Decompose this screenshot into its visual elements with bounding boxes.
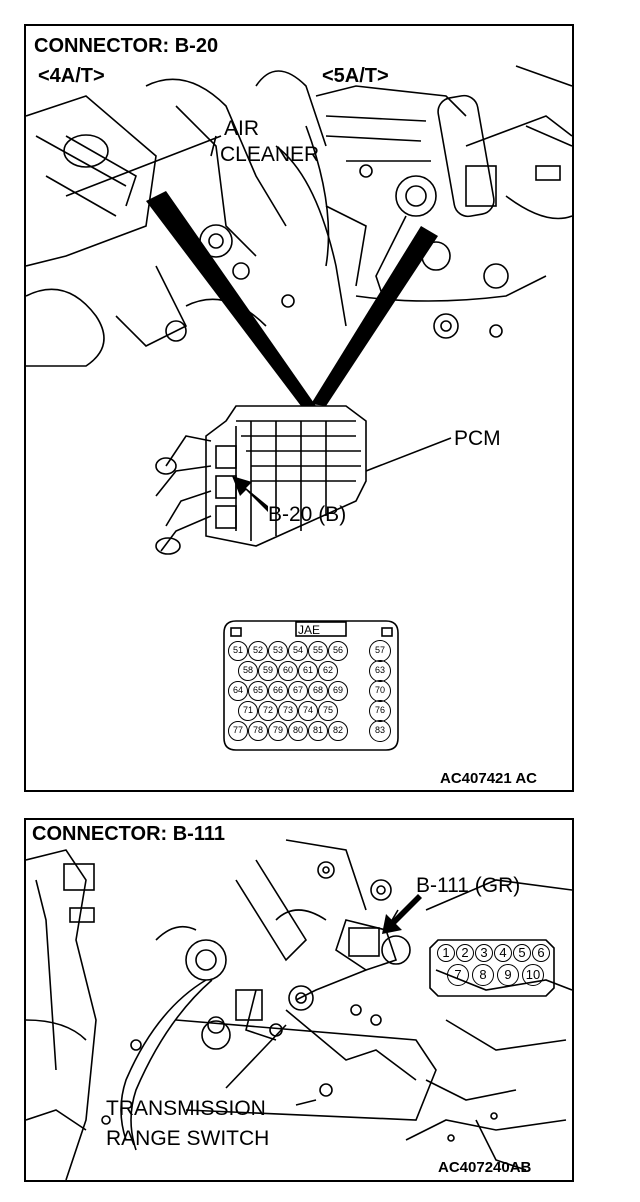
connector-pin: 58 bbox=[238, 661, 258, 681]
figure-code: AC407240AB bbox=[438, 1159, 532, 1176]
connector-pin: 77 bbox=[228, 721, 248, 741]
connector-pin: 73 bbox=[278, 701, 298, 721]
variant-4at-label: <4A/T> bbox=[38, 65, 105, 87]
connector-pin: 65 bbox=[248, 681, 268, 701]
connector-pin: 3 bbox=[475, 944, 493, 962]
air-cleaner-label-line2: CLEANER bbox=[220, 143, 320, 166]
connector-pin: 74 bbox=[298, 701, 318, 721]
range-switch-label-line2: RANGE SWITCH bbox=[106, 1127, 270, 1150]
connector-pin: 51 bbox=[228, 641, 248, 661]
connector-b20-label: B-20 (B) bbox=[268, 503, 347, 526]
air-cleaner-label-line1: AIR bbox=[224, 117, 260, 140]
engine-bay-illustration bbox=[26, 65, 572, 751]
connector-pin: 8 bbox=[472, 964, 494, 986]
connector-pin: 53 bbox=[268, 641, 288, 661]
connector-pin: 59 bbox=[258, 661, 278, 681]
connector-pin: 82 bbox=[328, 721, 348, 741]
connector-title: CONNECTOR: B-111 bbox=[32, 823, 226, 845]
connector-b111-label: B-111 (GR) bbox=[416, 874, 521, 897]
connector-pin: 69 bbox=[328, 681, 348, 701]
connector-pin: 81 bbox=[308, 721, 328, 741]
connector-pin: 76 bbox=[369, 700, 391, 722]
connector-type-label: JAE bbox=[298, 623, 321, 637]
connector-b20-panel: CONNECTOR: B-20 <4A/T> <5A/T> AIR CLEANE… bbox=[24, 24, 574, 792]
connector-pin: 54 bbox=[288, 641, 308, 661]
connector-pin: 9 bbox=[497, 964, 519, 986]
connector-pin: 68 bbox=[308, 681, 328, 701]
connector-pin: 52 bbox=[248, 641, 268, 661]
connector-pin: 6 bbox=[532, 944, 550, 962]
connector-pin: 83 bbox=[369, 720, 391, 742]
connector-pin: 63 bbox=[369, 660, 391, 682]
connector-pin: 60 bbox=[278, 661, 298, 681]
connector-pin: 70 bbox=[369, 680, 391, 702]
connector-pin: 67 bbox=[288, 681, 308, 701]
connector-pin: 78 bbox=[248, 721, 268, 741]
connector-pin: 5 bbox=[513, 944, 531, 962]
connector-pin: 80 bbox=[288, 721, 308, 741]
connector-pin: 61 bbox=[298, 661, 318, 681]
connector-pin: 75 bbox=[318, 701, 338, 721]
connector-pin: 56 bbox=[328, 641, 348, 661]
connector-pin: 72 bbox=[258, 701, 278, 721]
connector-pin: 64 bbox=[228, 681, 248, 701]
connector-pin: 7 bbox=[447, 964, 469, 986]
connector-pin: 2 bbox=[456, 944, 474, 962]
connector-pin: 1 bbox=[437, 944, 455, 962]
connector-pin: 71 bbox=[238, 701, 258, 721]
pcm-label: PCM bbox=[454, 427, 501, 450]
figure-code: AC407421 AC bbox=[440, 770, 537, 787]
connector-pin: 79 bbox=[268, 721, 288, 741]
range-switch-label-line1: TRANSMISSION bbox=[106, 1097, 266, 1120]
connector-pin: 57 bbox=[369, 640, 391, 662]
connector-pin: 4 bbox=[494, 944, 512, 962]
connector-pin: 10 bbox=[522, 964, 544, 986]
connector-pin: 66 bbox=[268, 681, 288, 701]
connector-pin: 55 bbox=[308, 641, 328, 661]
connector-pin: 62 bbox=[318, 661, 338, 681]
transmission-illustration bbox=[26, 839, 572, 1180]
connector-title: CONNECTOR: B-20 bbox=[34, 35, 219, 57]
variant-5at-label: <5A/T> bbox=[322, 65, 389, 87]
